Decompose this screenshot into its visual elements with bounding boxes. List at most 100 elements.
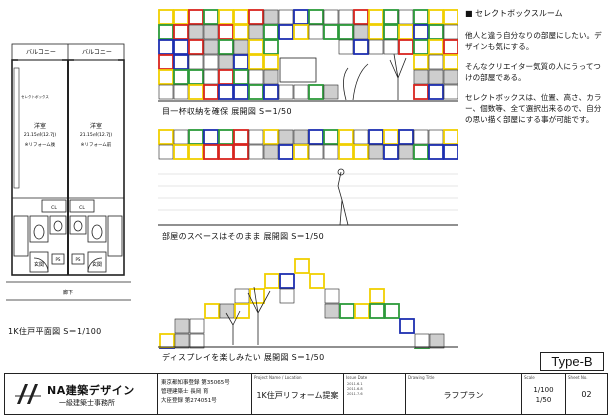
- select-box: [293, 84, 309, 100]
- select-box: [413, 54, 429, 70]
- display-box: [204, 303, 220, 319]
- select-box: [188, 129, 204, 145]
- select-box: [308, 144, 324, 160]
- select-box: [383, 39, 399, 55]
- select-box: [338, 144, 354, 160]
- select-box: [263, 69, 279, 85]
- display-box: [189, 333, 205, 349]
- plan-corridor: 廊下: [63, 289, 73, 296]
- select-box: [203, 24, 219, 40]
- select-box: [188, 84, 204, 100]
- issue-date-3: 2011.7.6: [347, 392, 363, 396]
- select-box: [398, 24, 414, 40]
- select-box: [173, 69, 189, 85]
- select-box: [263, 129, 279, 145]
- select-box: [218, 9, 234, 25]
- select-box: [203, 9, 219, 25]
- drawing-cell: Drawing Title ラフプラン: [405, 374, 521, 414]
- select-box: [233, 9, 249, 25]
- select-box: [353, 9, 369, 25]
- select-box: [368, 144, 384, 160]
- select-box: [398, 9, 414, 25]
- select-box: [413, 69, 429, 85]
- sheet-label: Sheet No.: [568, 375, 588, 380]
- select-box: [248, 129, 264, 145]
- display-box: [399, 318, 415, 334]
- display-box: [264, 273, 280, 289]
- drawing-title: ラフプラン: [443, 391, 484, 400]
- plan-ps-right: PS: [76, 257, 81, 262]
- select-box: [218, 84, 234, 100]
- select-box: [173, 39, 189, 55]
- select-box: [188, 9, 204, 25]
- concept-notes: ■ セレクトボックスルーム 他人と違う自分なりの部屋にしたい。デザインも気にする…: [465, 8, 605, 134]
- select-box: [248, 144, 264, 160]
- select-box: [263, 84, 279, 100]
- scale-cell: Scale 1/100 1/50: [521, 374, 565, 414]
- select-box: [203, 84, 219, 100]
- company-logo: NA建築デザイン 一級建築士事務所: [9, 374, 157, 414]
- select-box: [443, 84, 458, 100]
- select-box: [368, 129, 384, 145]
- select-box: [248, 54, 264, 70]
- select-box: [428, 144, 444, 160]
- select-box: [428, 24, 444, 40]
- elevation-display-caption: ディスプレイを楽しみたい 展開図 S＝1/50: [162, 353, 325, 362]
- display-box: [414, 333, 430, 349]
- plant-illustration: [389, 53, 407, 100]
- select-box: [158, 54, 174, 70]
- display-box: [369, 288, 385, 304]
- select-box: [368, 9, 384, 25]
- select-box: [158, 69, 174, 85]
- select-box: [158, 144, 174, 160]
- display-box: [234, 288, 250, 304]
- select-box: [158, 39, 174, 55]
- notes-paragraph-2: そんなクリエイター気質の人にうってつけの部屋である。: [465, 62, 601, 82]
- select-box: [323, 144, 339, 160]
- issue-cell: Issue Date 2011.6.1 2011.6.8 2011.7.6: [343, 374, 405, 414]
- select-box: [428, 54, 444, 70]
- elevation-space-caption: 部屋のスペースはそのまま 展開図 S＝1/50: [162, 232, 325, 241]
- select-box: [293, 24, 309, 40]
- display-box: [159, 333, 175, 349]
- display-box: [219, 303, 235, 319]
- select-box: [338, 24, 354, 40]
- select-box: [218, 54, 234, 70]
- plan-room-right-note: ※リフォーム前: [81, 141, 112, 148]
- select-box: [443, 129, 458, 145]
- select-box: [353, 129, 369, 145]
- project-name: 1K住戸リフォーム提案: [256, 391, 339, 400]
- display-box: [294, 258, 310, 274]
- elevation-storage-caption: 目一杯収納を確保 展開図 S＝1/50: [162, 107, 292, 116]
- select-box: [383, 129, 399, 145]
- select-box: [368, 24, 384, 40]
- select-box: [353, 39, 369, 55]
- select-box: [413, 39, 429, 55]
- select-box: [188, 24, 204, 40]
- select-box: [413, 84, 429, 100]
- select-box: [158, 24, 174, 40]
- display-box: [189, 318, 205, 334]
- select-box: [263, 144, 279, 160]
- select-box: [203, 144, 219, 160]
- select-box: [323, 129, 339, 145]
- select-box: [383, 24, 399, 40]
- select-box: [398, 144, 414, 160]
- select-box: [248, 9, 264, 25]
- select-box: [293, 129, 309, 145]
- select-box: [308, 129, 324, 145]
- select-box: [263, 39, 279, 55]
- select-box: [233, 144, 249, 160]
- select-box: [413, 129, 429, 145]
- address-line-2: 管理建築士 長岡 育: [161, 389, 209, 395]
- select-box: [428, 39, 444, 55]
- select-box: [293, 9, 309, 25]
- select-box: [428, 9, 444, 25]
- display-box: [429, 333, 445, 349]
- plan-caption: 1K住戸平面図 S＝1/100: [8, 327, 102, 336]
- select-box: [443, 144, 458, 160]
- plan-select-box-label: セレクトボックス: [21, 94, 49, 99]
- display-box: [174, 333, 190, 349]
- display-box: [369, 303, 385, 319]
- notes-paragraph-3: セレクトボックスは、位置、高さ、カラー、個数等、全て選択出来るので、自分の思い描…: [465, 93, 602, 124]
